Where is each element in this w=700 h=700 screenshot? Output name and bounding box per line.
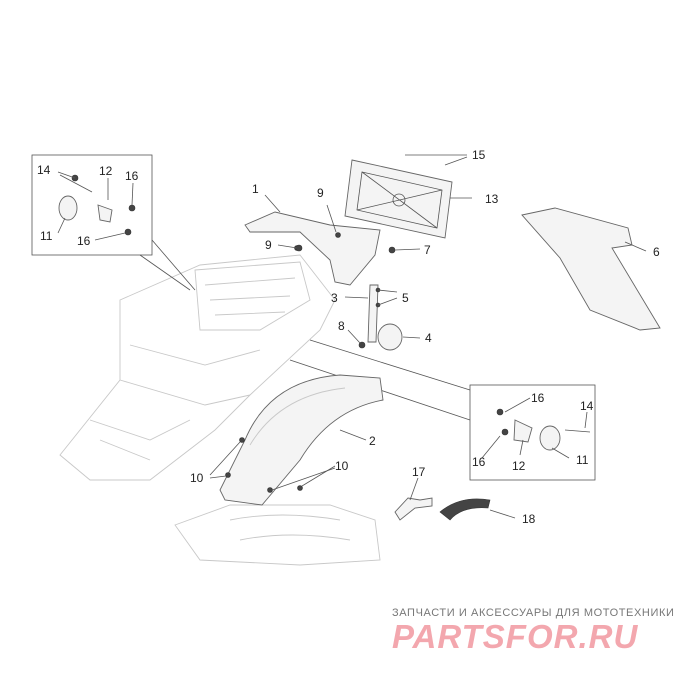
grip-18 [439, 498, 491, 521]
callout-15: 15 [472, 148, 486, 162]
callout-18: 18 [522, 512, 536, 526]
rear-mudguard [219, 374, 384, 506]
callout-14-left: 14 [37, 163, 51, 177]
callout-14-right: 14 [580, 399, 594, 413]
bracket-17 [394, 497, 433, 521]
tail-frame-ghost [59, 254, 381, 566]
callout-5: 5 [402, 291, 409, 305]
callout-4: 4 [425, 331, 432, 345]
callout-9-lower: 9 [265, 238, 272, 252]
rear-reflector-cover [521, 207, 661, 331]
callout-11-left: 11 [40, 229, 53, 243]
callout-16-left-top: 16 [125, 169, 139, 183]
callout-16-left-bottom: 16 [77, 234, 91, 248]
license-plate-holder [344, 159, 453, 239]
watermark-tagline: ЗАПЧАСТИ И АКСЕССУАРЫ ДЛЯ МОТОТЕХНИКИ [392, 607, 675, 619]
callout-6: 6 [653, 245, 660, 259]
callout-3: 3 [331, 291, 338, 305]
leader-lines [57, 154, 647, 519]
callout-8: 8 [338, 319, 345, 333]
callout-labels: 1 2 3 4 5 6 7 8 9 9 10 10 11 11 12 12 13… [37, 148, 660, 526]
callout-12-left: 12 [99, 164, 113, 178]
callout-16-right-top: 16 [531, 391, 545, 405]
callout-2: 2 [369, 434, 376, 448]
callout-10-left: 10 [190, 471, 204, 485]
callout-13: 13 [485, 192, 499, 206]
callout-17: 17 [412, 465, 426, 479]
callout-9-upper: 9 [317, 186, 324, 200]
callout-16-right-bottom: 16 [472, 455, 486, 469]
taillight-inset-left [31, 154, 196, 291]
callout-7: 7 [424, 243, 431, 257]
license-bracket [244, 211, 381, 286]
callout-1: 1 [252, 182, 259, 196]
callout-11-right: 11 [576, 453, 589, 467]
turn-signal-assembly [358, 284, 403, 351]
callout-10-right: 10 [335, 459, 349, 473]
callout-12-right: 12 [512, 459, 526, 473]
watermark-logo: PARTSFOR.RU [392, 618, 639, 655]
